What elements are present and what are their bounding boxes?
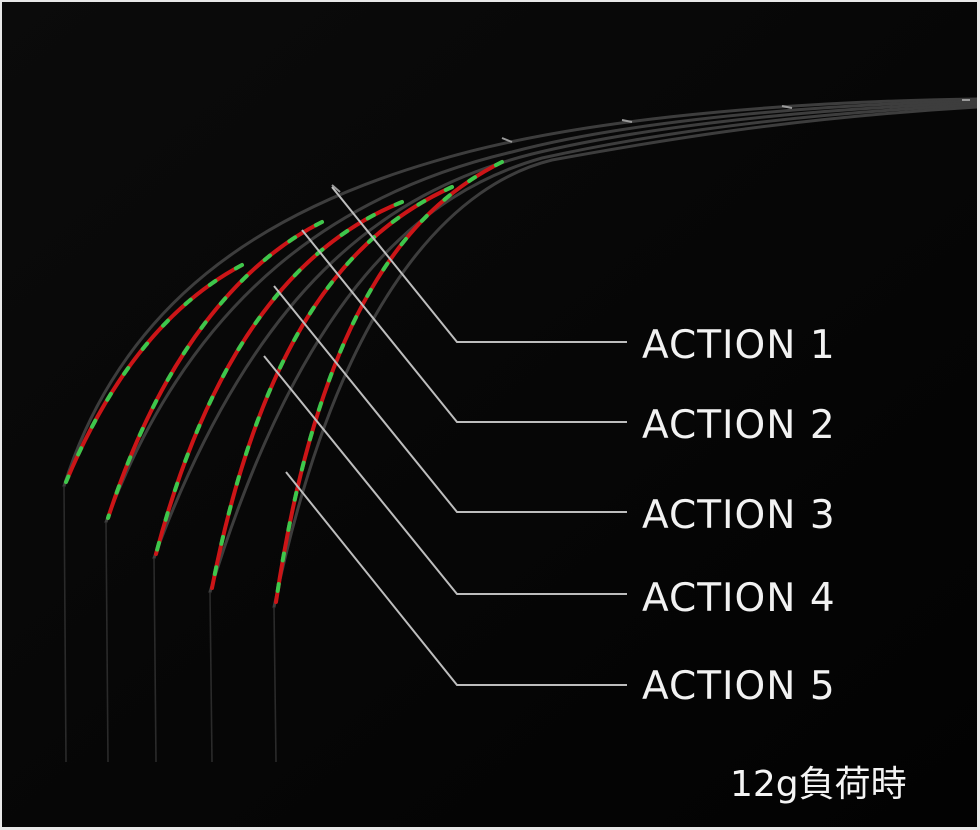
guide-mark (501, 137, 513, 143)
green-marks-action-4 (210, 185, 454, 590)
fishing-lines (63, 485, 277, 763)
green-marks-action-2 (106, 220, 324, 520)
leader-line-action-5 (285, 471, 627, 686)
guide-mark (781, 105, 793, 109)
action-2-label: ACTION 2 (642, 403, 836, 448)
rod-blank-action-3 (152, 101, 977, 560)
line-action-4 (209, 591, 213, 763)
red-tip-action-3 (154, 200, 404, 556)
rod-guides (331, 99, 970, 193)
rod-blank-action-4 (208, 103, 977, 594)
guide-mark (331, 184, 341, 193)
leader-line-action-1 (331, 186, 627, 343)
action-5-label: ACTION 5 (642, 664, 836, 709)
rod-blank-action-1 (62, 97, 977, 488)
load-caption: 12g負荷時 (730, 764, 907, 805)
line-action-3 (153, 557, 157, 763)
rod-blank-action-2 (104, 99, 977, 524)
rod-blanks (62, 97, 977, 609)
action-1-label: ACTION 1 (642, 323, 836, 368)
leader-line-action-2 (301, 229, 627, 423)
leader-lines (263, 186, 627, 686)
action-3-label: ACTION 3 (642, 493, 836, 538)
line-action-1 (63, 485, 67, 763)
rod-blank-action-5 (272, 105, 977, 609)
guide-mark (621, 119, 633, 123)
green-marks-action-1 (64, 263, 244, 484)
green-marks-action-5 (274, 160, 504, 604)
leader-line-action-4 (263, 355, 627, 595)
line-action-5 (273, 606, 277, 763)
leader-line-action-3 (273, 285, 627, 513)
action-4-label: ACTION 4 (642, 576, 836, 621)
line-action-2 (105, 521, 109, 763)
rod-tips-green-marks (64, 160, 504, 604)
